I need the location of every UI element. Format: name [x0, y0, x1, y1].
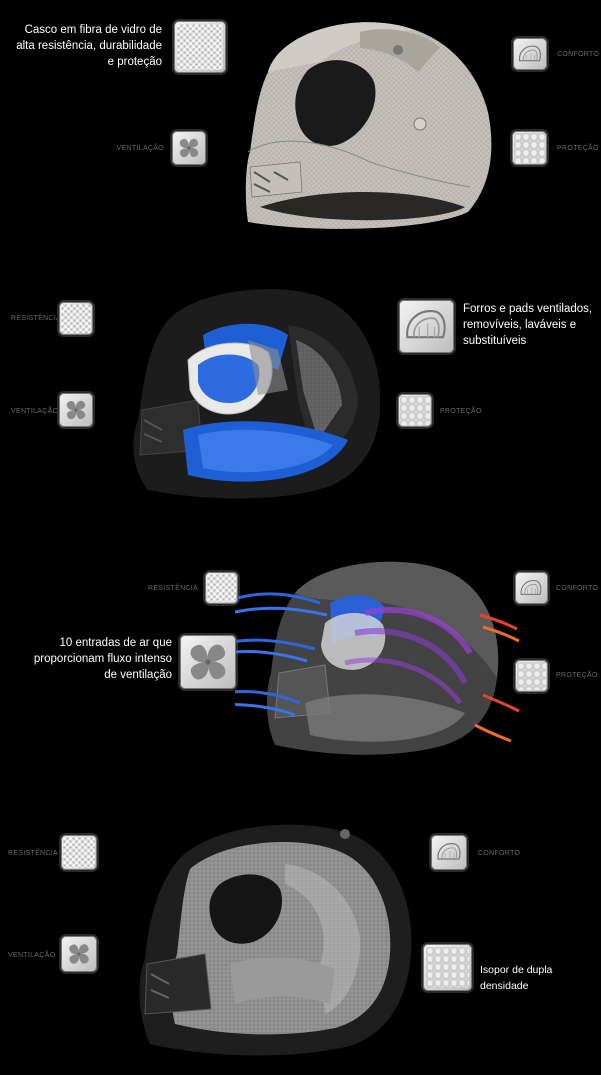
desc-line: de ventilação [104, 669, 172, 681]
label-conforto: CONFORTO [557, 51, 600, 58]
foam-block-icon [512, 131, 547, 165]
shell-description: Casco em fibra de vidro de alta resistên… [4, 22, 162, 70]
helmet-airflow-image [235, 561, 520, 755]
helmet-shell-image [245, 22, 492, 229]
fiber-texture-icon [205, 572, 238, 604]
desc-line: Isopor de dupla densidade [480, 964, 553, 992]
label-resistencia: RESISTÊNCIA [11, 315, 61, 322]
fan-icon [61, 936, 97, 972]
label-protecao: PROTEÇÃO [440, 408, 482, 415]
label-resistencia: RESISTÊNCIA [148, 585, 198, 592]
section-removable-liners: RESISTÊNCIA VENTILAÇÃO Forros e pads ven… [0, 275, 601, 515]
fiber-texture-icon [59, 302, 93, 335]
fan-icon [180, 635, 236, 689]
helmet-liner-icon [431, 835, 467, 870]
label-protecao: PROTEÇÃO [556, 672, 598, 679]
label-conforto: CONFORTO [478, 850, 521, 857]
desc-line: proporcionam fluxo intenso [33, 653, 172, 665]
section-fiberglass-shell: Casco em fibra de vidro de alta resistên… [0, 0, 601, 250]
desc-line: alta resistência, durabilidade [16, 40, 162, 52]
label-ventilacao: VENTILAÇÃO [11, 408, 59, 415]
helmet-liner-icon [513, 38, 547, 70]
helmet-liner-icon [515, 572, 548, 604]
foam-block-icon [515, 660, 548, 692]
ventilation-description: 10 entradas de ar que proporcionam fluxo… [20, 635, 172, 683]
label-resistencia: RESISTÊNCIA [8, 850, 58, 857]
eps-description: Isopor de dupla densidade [480, 962, 600, 994]
fiber-texture-icon [174, 21, 226, 73]
desc-line: 10 entradas de ar que [59, 637, 172, 649]
label-ventilacao: VENTILAÇÃO [8, 952, 56, 959]
foam-block-icon [398, 394, 432, 427]
desc-line: removíveis, laváveis e [463, 319, 577, 331]
desc-line: Casco em fibra de vidro de [24, 24, 162, 36]
section-ventilation: RESISTÊNCIA 10 entradas de ar que propor… [0, 548, 601, 763]
fan-icon [172, 131, 206, 165]
label-conforto: CONFORTO [556, 585, 599, 592]
desc-line: e proteção [107, 56, 162, 68]
helmet-liner-image [133, 289, 381, 499]
fan-icon [59, 393, 93, 427]
helmet-liner-icon [399, 300, 454, 353]
desc-line: substituíveis [463, 335, 527, 347]
label-protecao: PROTEÇÃO [557, 145, 599, 152]
foam-block-icon [423, 944, 472, 991]
fiber-texture-icon [61, 835, 97, 870]
section-dual-density-eps: RESISTÊNCIA VENTILAÇÃO CONFORTO Isopor d… [0, 810, 601, 1065]
liner-description: Forros e pads ventilados, removíveis, la… [463, 301, 601, 349]
helmet-eps-image [139, 824, 412, 1056]
desc-line: Forros e pads ventilados, [463, 303, 593, 315]
label-ventilacao: VENTILAÇÃO [116, 145, 164, 152]
